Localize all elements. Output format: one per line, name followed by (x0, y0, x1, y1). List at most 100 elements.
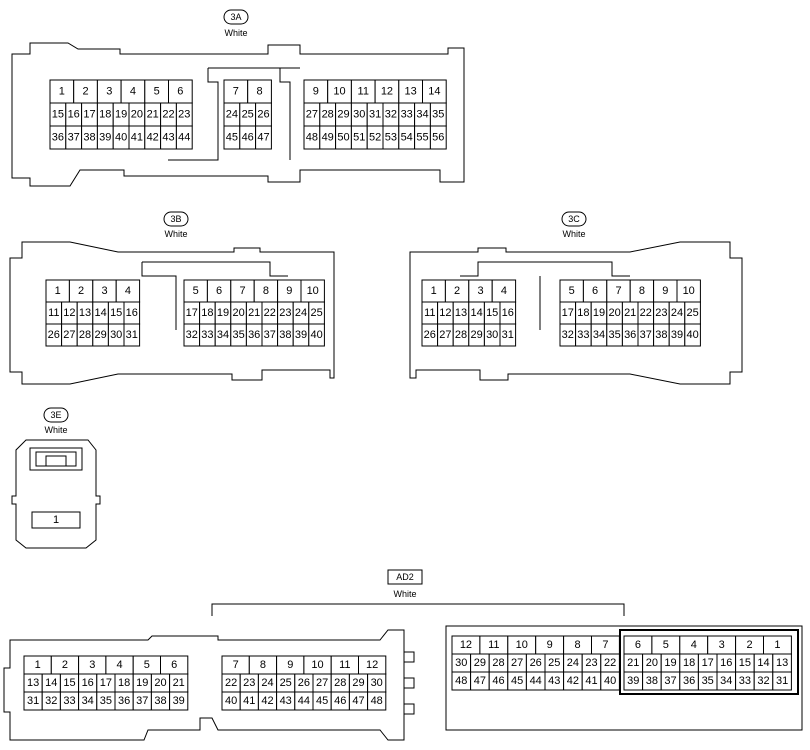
pin-label: 29 (94, 329, 106, 341)
pin-label: 5 (663, 639, 669, 651)
pin-label: 10 (516, 639, 528, 651)
pin-label: 17 (186, 307, 198, 319)
pin-label: 17 (83, 109, 95, 121)
pin-label: 45 (316, 695, 328, 707)
pin-label: 48 (306, 132, 318, 144)
pin-label: 40 (115, 132, 127, 144)
pin-label: 56 (432, 132, 444, 144)
pin-label: 35 (232, 329, 244, 341)
pin-label: 9 (287, 659, 293, 671)
pin-label: 11 (488, 639, 499, 651)
pin-label: 16 (720, 657, 732, 669)
pin-label: 10 (311, 659, 323, 671)
pin-label: 16 (126, 307, 138, 319)
connector-AD2-tag-box (387, 569, 423, 585)
pin-label: 31 (502, 329, 514, 341)
pin-label: 47 (257, 132, 269, 144)
pin-label: 44 (298, 695, 310, 707)
pin-label: 3 (106, 86, 112, 98)
connector-3B-housing (9, 241, 335, 385)
pin-label: 40 (225, 695, 237, 707)
pin-label: 34 (416, 109, 428, 121)
pin-label: 5 (144, 659, 150, 671)
pin-label: 13 (776, 657, 788, 669)
pin-label: 22 (225, 677, 237, 689)
pin-label: 30 (353, 109, 365, 121)
pin-label: 9 (313, 86, 319, 98)
pin-label: 28 (455, 329, 467, 341)
pin-label: 6 (635, 639, 641, 651)
pin-label: 40 (604, 675, 616, 687)
pin-label: 2 (454, 285, 460, 297)
connector-3A-tag-box (223, 9, 249, 25)
pin-label: 6 (216, 285, 222, 297)
pin-label: 14 (45, 677, 57, 689)
pin-label: 53 (385, 132, 397, 144)
pin-label: 5 (569, 285, 575, 297)
pin-label: 22 (640, 307, 652, 319)
pin-label: 29 (474, 657, 486, 669)
pin-label: 38 (646, 675, 658, 687)
pin-label: 13 (79, 307, 91, 319)
pin-label: 2 (82, 86, 88, 98)
pin-label: 8 (260, 659, 266, 671)
pin-label: 24 (261, 677, 273, 689)
pin-label: 29 (352, 677, 364, 689)
pin-label: 31 (369, 109, 381, 121)
pin (123, 323, 141, 347)
pin-label: 25 (242, 109, 254, 121)
pin-label: 17 (562, 307, 574, 319)
pin-label: 38 (655, 329, 667, 341)
pin-label: 8 (256, 86, 262, 98)
pin-label: 25 (548, 657, 560, 669)
pin (600, 671, 620, 691)
pin-label: 15 (486, 307, 498, 319)
pin-label: 35 (100, 695, 112, 707)
pin-label: 33 (739, 675, 751, 687)
pin-label: 29 (337, 109, 349, 121)
pin-label: 52 (369, 132, 381, 144)
pin-label: 12 (63, 307, 75, 319)
pin-label: 18 (577, 307, 589, 319)
pin-label: 1 (35, 659, 41, 671)
pin-label: 14 (94, 307, 106, 319)
pin-label: 33 (401, 109, 413, 121)
pin-label: 7 (602, 639, 608, 651)
pin-label: 45 (511, 675, 523, 687)
pin-label: 34 (593, 329, 605, 341)
connector-3E-color: White (44, 425, 67, 435)
pin (308, 323, 325, 347)
pin-label: 20 (608, 307, 620, 319)
pin-label: 31 (27, 695, 39, 707)
pin-label: 30 (486, 329, 498, 341)
pin-label: 19 (136, 677, 148, 689)
pin-label: 26 (530, 657, 542, 669)
pin-label: 21 (173, 677, 185, 689)
pin-label: 51 (353, 132, 365, 144)
pin-label: 42 (147, 132, 159, 144)
pin-label: 46 (242, 132, 254, 144)
pin-label: 33 (577, 329, 589, 341)
pin-label: 18 (201, 307, 213, 319)
pin-label: 8 (639, 285, 645, 297)
pin-label: 20 (154, 677, 166, 689)
pin-label: 16 (82, 677, 94, 689)
pin-label: 14 (428, 86, 440, 98)
pin-label: 14 (470, 307, 482, 319)
pin-label: 13 (455, 307, 467, 319)
connector-3B-tag-box (163, 211, 189, 227)
pin-label: 18 (683, 657, 695, 669)
pin-label: 28 (492, 657, 504, 669)
pin-label: 8 (574, 639, 580, 651)
pin-label: 36 (683, 675, 695, 687)
pin-label: 13 (405, 86, 417, 98)
pin-label: 4 (125, 285, 131, 297)
pin-label: 1 (431, 285, 437, 297)
pin-label: 12 (381, 86, 393, 98)
pin-label: 6 (177, 86, 183, 98)
pin-label: 6 (171, 659, 177, 671)
